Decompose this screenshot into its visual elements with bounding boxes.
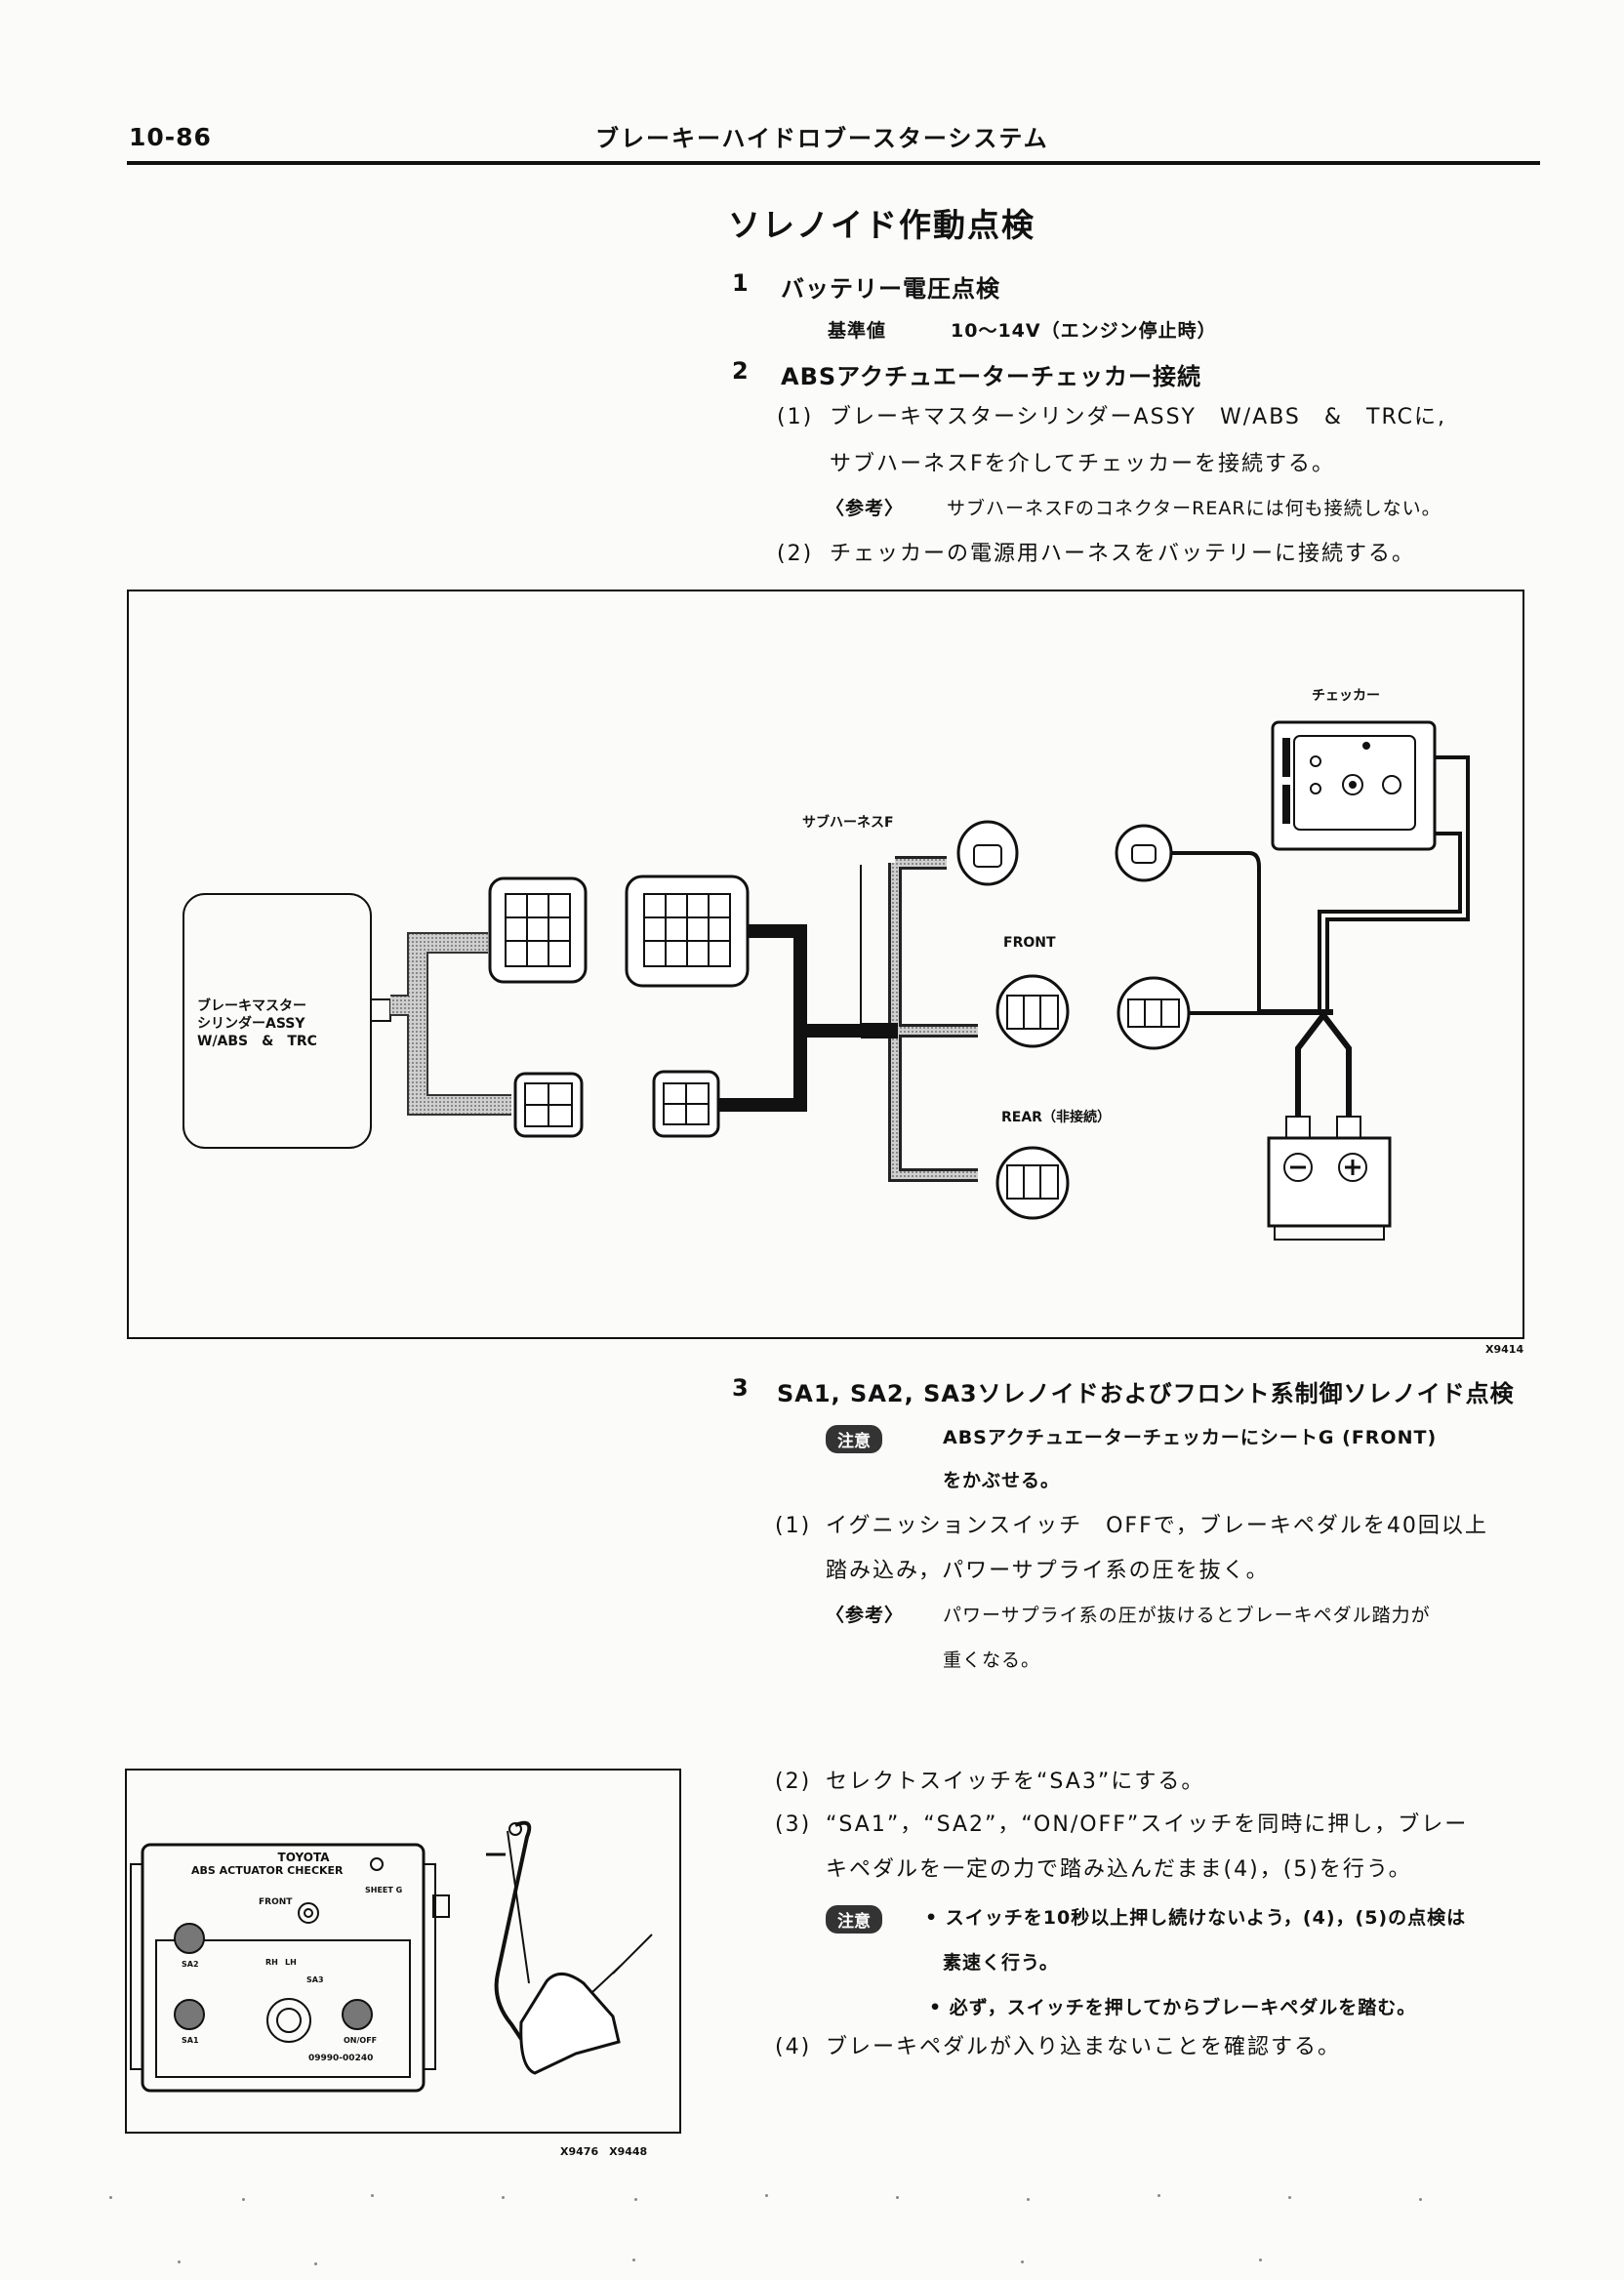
step-3-sub3-num: (3) — [775, 1812, 812, 1837]
step-2-sub2-text: チェッカーの電源用ハーネスをバッテリーに接続する。 — [830, 542, 1416, 566]
checker-rh: RH — [265, 1958, 278, 1967]
figure2-id: X9476 X9448 — [560, 2145, 648, 2158]
checker-sheet: SHEET G — [365, 1886, 403, 1894]
step-3-sub3-line2: キペダルを一定の力で踏み込んだまま(4)，(5)を行う。 — [826, 1857, 1412, 1882]
master-cylinder-label: ブレーキマスター シリンダーASSY W/ABS & TRC — [197, 998, 317, 1050]
step-2-sub1-num: (1) — [777, 405, 814, 429]
wiring-diagram-frame — [127, 590, 1524, 1339]
caution-badge-text: 注意 — [826, 1425, 882, 1453]
step-2-title: ABSアクチュエーターチェッカー接続 — [781, 363, 1201, 390]
master-cylinder-label-line1: ブレーキマスター — [197, 998, 306, 1014]
checker-onoff: ON/OFF — [344, 2036, 378, 2045]
subharness-connector-top — [956, 820, 1019, 886]
checker-sa1: SA1 — [182, 2036, 199, 2045]
step-3-sub2-text: セレクトスイッチを“SA3”にする。 — [826, 1770, 1205, 1794]
step-2-note-label: 〈参考〉 — [826, 498, 905, 519]
checker-brand: TOYOTA — [277, 1851, 330, 1864]
rear-label: REAR（非接続） — [1001, 1110, 1111, 1125]
connector-left-large — [488, 876, 588, 984]
step-1-title: バッテリー電圧点検 — [781, 275, 1000, 303]
spec-label: 基準値 — [828, 320, 887, 342]
step-3-sub4-text: ブレーキペダルが入り込まないことを確認する。 — [826, 2035, 1342, 2059]
step-3-note-label: 〈参考〉 — [826, 1605, 905, 1626]
header-rule — [127, 161, 1540, 165]
spec-value: 10〜14V（エンジン停止時） — [951, 320, 1217, 342]
page-number: 10-86 — [129, 123, 212, 151]
step-3-title: SA1, SA2, SA3ソレノイドおよびフロント系制御ソレノイド点検 — [777, 1380, 1515, 1407]
caution-badge-2: 注意 — [826, 1905, 882, 1934]
shoe — [519, 1973, 621, 2075]
step-2-sub1-line2: サブハーネスFを介してチェッカーを接続する。 — [830, 452, 1335, 476]
master-cylinder-label-line3: W/ABS & TRC — [197, 1034, 317, 1049]
sa1-button[interactable] — [174, 1999, 205, 2030]
master-cylinder-label-line2: シリンダーASSY — [197, 1016, 305, 1032]
battery — [1267, 1136, 1392, 1228]
checker-part-number: 09990-00240 — [308, 2054, 374, 2063]
step-2-sub2-num: (2) — [777, 542, 814, 566]
subharness-label: サブハーネスF — [802, 815, 894, 831]
caution-badge: 注意 — [826, 1425, 882, 1453]
section-title: ソレノイド作動点検 — [728, 206, 1035, 244]
step-3-sub1-num: (1) — [775, 1514, 812, 1538]
step-2-number: 2 — [732, 357, 750, 385]
caution2-line2: 素速く行う。 — [943, 1952, 1059, 1974]
step-3-sub4-num: (4) — [775, 2035, 812, 2059]
step-2-sub1-line1: ブレーキマスターシリンダーASSY W/ABS & TRCに, — [830, 405, 1447, 429]
caution-line2: をかぶせる。 — [943, 1470, 1061, 1491]
step-3-sub1-line2: 踏み込み，パワーサプライ系の圧を抜く。 — [826, 1559, 1270, 1583]
brake-pedal — [494, 1820, 533, 2056]
onoff-button[interactable] — [342, 1999, 373, 2030]
step-1-number: 1 — [732, 269, 750, 297]
checker-sa2: SA2 — [182, 1960, 199, 1969]
checker-front: FRONT — [256, 1897, 296, 1907]
step-3-note-line1: パワーサプライ系の圧が抜けるとブレーキペダル踏力が — [943, 1605, 1431, 1626]
checker-figure-frame — [125, 1769, 681, 2134]
caution-line1: ABSアクチュエーターチェッカーにシートG (FRONT) — [943, 1427, 1438, 1448]
step-3-sub2-num: (2) — [775, 1770, 812, 1794]
step-3-sub1-line1: イグニッションスイッチ OFFで，ブレーキペダルを40回以上 — [826, 1514, 1488, 1538]
sa2-button[interactable] — [174, 1923, 205, 1954]
checker-sa3: SA3 — [306, 1975, 324, 1984]
figure1-id: X9414 — [1485, 1343, 1524, 1356]
step-3-sub3-line1: “SA1”，“SA2”，“ON/OFF”スイッチを同時に押し，ブレー — [826, 1812, 1469, 1837]
running-title: ブレーキーハイドロブースターシステム — [595, 125, 1049, 152]
select-switch[interactable] — [266, 1998, 311, 2043]
checker-lh: LH — [285, 1958, 297, 1967]
step-3-note-line2: 重くなる。 — [943, 1649, 1041, 1671]
caution2-line3: • 必ず，スイッチを押してからブレーキペダルを踏む。 — [929, 1997, 1417, 2018]
step-2-note-text: サブハーネスFのコネクターREARには何も接続しない。 — [947, 498, 1441, 519]
front-label: FRONT — [1003, 935, 1056, 951]
checker-label: チェッカー — [1312, 688, 1380, 704]
checker-figure — [130, 1820, 653, 2093]
caution2-line1: • スイッチを10秒以上押し続けないよう，(4)，(5)の点検は — [925, 1907, 1467, 1929]
caution-badge-2-text: 注意 — [826, 1905, 882, 1934]
wiring-diagram — [183, 720, 1470, 1241]
checker-device-name: ABS ACTUATOR CHECKER — [191, 1864, 344, 1877]
step-3-number: 3 — [732, 1374, 750, 1402]
